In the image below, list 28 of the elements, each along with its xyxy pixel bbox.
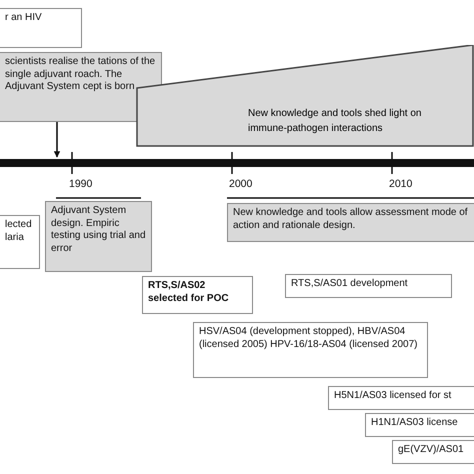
box-text: RTS,S/AS02 selected for POC [148,280,230,305]
phase-box [0,52,162,122]
box-text: New knowledge and tools allow assessment mode of action and rationale design. [233,207,469,232]
box-text: scientists realise the tations of the single adjuvant roach. The Adjuvant System cept is born [5,56,156,94]
box-text: H5N1/AS03 licensed for st [334,390,452,402]
box-text: gE(VZV)/AS01 [398,444,465,456]
box-text: RTS,S/AS01 development [291,278,409,290]
event-box [392,440,474,464]
timeline-bar [0,159,474,167]
wedge-text: New knowledge and tools shed light on immune-pathogen interactions [248,107,422,136]
year-label: 1990 [69,178,92,190]
event-box [0,8,82,48]
event-box [365,413,474,437]
box-text: Adjuvant System design. Empiric testing using trial and error [51,205,146,255]
phase-box [45,201,152,272]
box-text: lected laria [5,219,33,244]
event-box [328,386,474,410]
event-box [142,276,253,314]
box-text: HSV/AS04 (development stopped), HBV/AS04 (licensed 2005) HPV-16/18-AS04 (licensed 2007) [199,326,418,351]
year-label: 2000 [229,178,252,190]
year-label: 2010 [389,178,412,190]
event-box [0,215,40,269]
arrow [54,122,60,158]
box-text: r an HIV [5,12,43,24]
event-box [285,274,452,298]
box-text: H1N1/AS03 license [371,417,459,430]
event-box [193,322,428,378]
phase-box [227,203,474,242]
